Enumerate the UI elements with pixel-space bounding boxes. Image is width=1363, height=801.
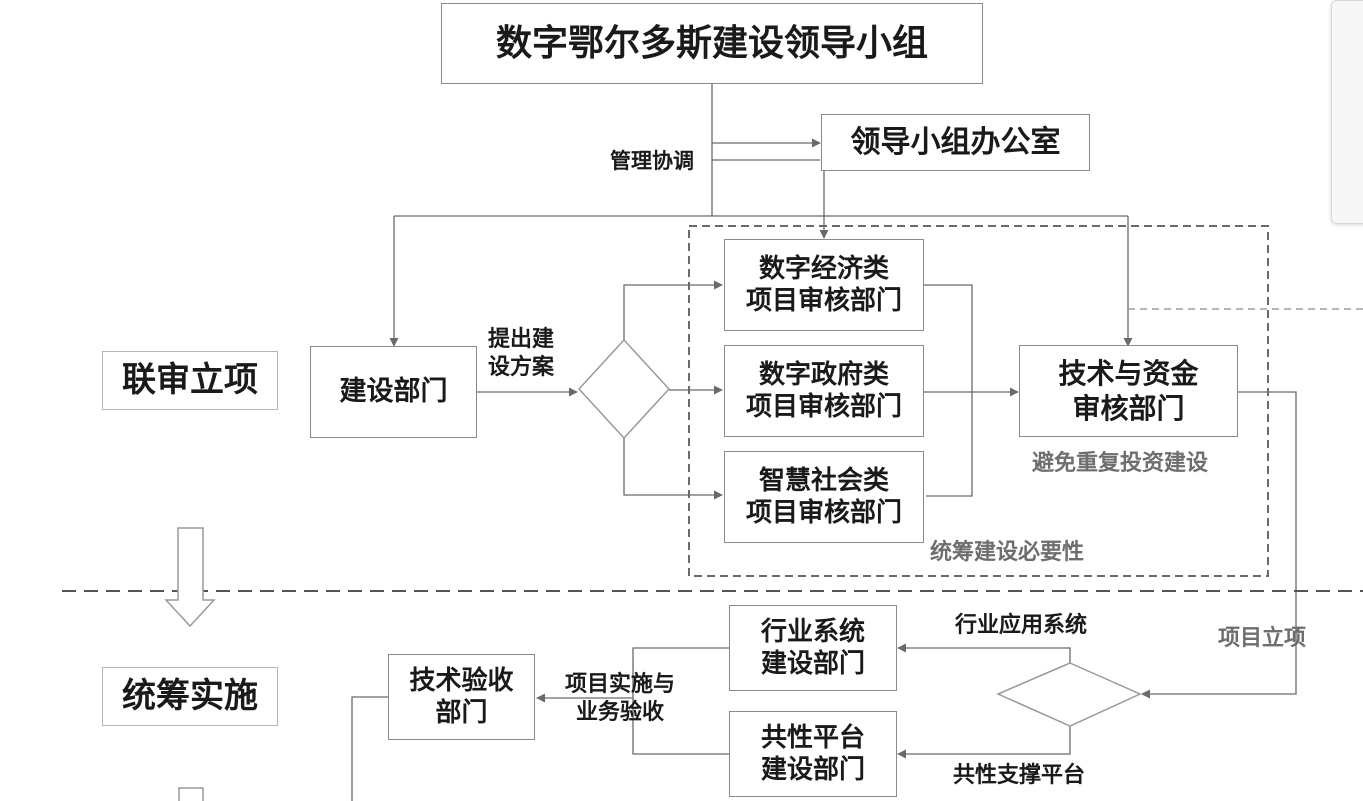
line-acceptance-down — [351, 696, 388, 801]
management-label: 管理协调 — [610, 149, 694, 173]
tech-fund-line1: 技术与资金 — [1058, 357, 1199, 390]
coordinate-necessity-label: 统筹建设必要性 — [930, 540, 1085, 565]
econ-review-line1: 数字经济类 — [758, 253, 889, 284]
impl-acceptance-line1: 项目实施与 — [565, 672, 676, 697]
acceptance-line2: 部门 — [435, 698, 488, 728]
impl-acceptance-line2: 业务验收 — [576, 699, 665, 725]
tech-acceptance-box: 技术验收 部门 — [388, 654, 535, 740]
propose-plan-line1: 提出建 — [488, 327, 555, 352]
society-review-line2: 项目审核部门 — [745, 498, 902, 528]
stage-impl-label: 统筹实施 — [122, 676, 258, 717]
office-label: 领导小组办公室 — [850, 124, 1061, 160]
society-review-line1: 智慧社会类 — [758, 465, 889, 496]
decision-diamond-top — [577, 338, 671, 440]
construction-dept-box: 建设部门 — [310, 346, 477, 438]
industry-app-label: 行业应用系统 — [955, 613, 1088, 638]
project-approval-label: 项目立项 — [1218, 626, 1307, 651]
tech-fund-review-box: 技术与资金 审核部门 — [1019, 345, 1238, 437]
arrow-to-econ — [623, 280, 723, 340]
arrow-to-industry — [897, 643, 1071, 663]
side-panel-fragment — [1331, 0, 1363, 224]
econ-review-line2: 项目审核部门 — [745, 286, 902, 316]
gov-review-line2: 项目审核部门 — [745, 392, 902, 422]
propose-plan-label: 提出建 设方案 — [488, 326, 554, 381]
stage-joint-review: 联审立项 — [102, 351, 278, 410]
leading-group-label: 数字鄂尔多斯建设领导小组 — [495, 23, 928, 64]
common-support-label: 共性支撑平台 — [953, 763, 1086, 788]
line-industry-left — [632, 647, 729, 755]
industry-dept-line1: 行业系统 — [760, 616, 865, 647]
stage-transition-arrow-2 — [178, 787, 204, 801]
econ-review-box: 数字经济类 项目审核部门 — [724, 239, 924, 331]
gov-review-box: 数字政府类 项目审核部门 — [724, 345, 924, 437]
society-review-box: 智慧社会类 项目审核部门 — [724, 451, 924, 543]
construction-dept-label: 建设部门 — [339, 376, 448, 408]
tech-fund-line2: 审核部门 — [1072, 392, 1185, 425]
stage-transition-arrow — [164, 527, 216, 628]
industry-dept-line2: 建设部门 — [760, 649, 865, 679]
gov-review-line1: 数字政府类 — [758, 359, 889, 390]
impl-acceptance-label: 项目实施与 业务验收 — [565, 671, 675, 726]
arrow-to-common — [897, 726, 1071, 759]
review-group-frame — [688, 225, 1269, 577]
line-econ-out — [924, 284, 973, 497]
stage-joint-review-label: 联审立项 — [122, 360, 258, 401]
propose-plan-line2: 设方案 — [488, 354, 555, 380]
leading-group-box: 数字鄂尔多斯建设领导小组 — [441, 3, 983, 84]
decision-diamond-bottom — [996, 662, 1142, 727]
common-dept-line2: 建设部门 — [760, 755, 865, 785]
office-box: 领导小组办公室 — [821, 114, 1090, 171]
stage-coordinated-impl: 统筹实施 — [102, 667, 278, 726]
avoid-duplicate-label: 避免重复投资建设 — [1032, 451, 1209, 476]
acceptance-line1: 技术验收 — [409, 665, 514, 696]
arrow-to-society — [623, 438, 723, 500]
common-dept-line1: 共性平台 — [760, 722, 865, 753]
industry-system-dept-box: 行业系统 建设部门 — [729, 605, 897, 691]
common-platform-dept-box: 共性平台 建设部门 — [729, 711, 897, 797]
